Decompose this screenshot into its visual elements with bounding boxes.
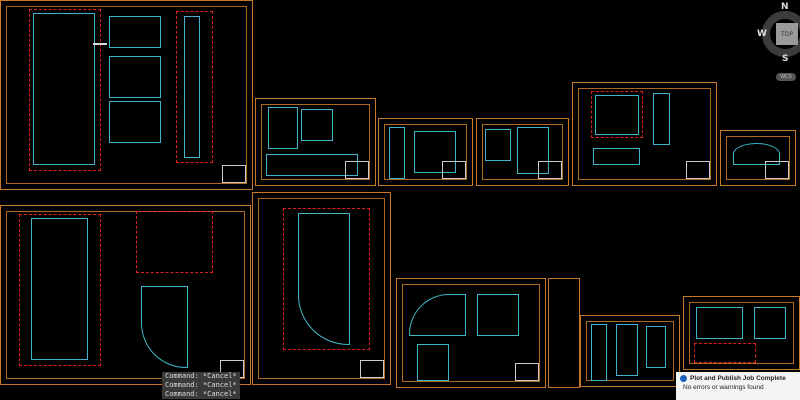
- drawing-sheet[interactable]: [580, 315, 680, 387]
- drawing-sheet[interactable]: [476, 118, 569, 186]
- drawing-sheet[interactable]: [548, 278, 580, 388]
- viewcube[interactable]: TOP N S W: [752, 2, 800, 64]
- notification-title[interactable]: Plot and Publish Job Complete: [690, 375, 786, 382]
- drawing-sheet[interactable]: [0, 205, 251, 385]
- drawing-sheet[interactable]: [255, 98, 376, 186]
- compass-north[interactable]: N: [781, 2, 789, 12]
- drawing-sheet[interactable]: [683, 296, 800, 370]
- plot-publish-notification[interactable]: Plot and Publish Job Complete No errors …: [676, 372, 800, 400]
- drawing-sheet[interactable]: [0, 0, 253, 190]
- compass-ring[interactable]: [762, 11, 800, 57]
- command-history-line: Command: *Cancel*: [162, 390, 240, 399]
- drawing-sheet[interactable]: [720, 130, 796, 186]
- notification-message: No errors or warnings found: [683, 384, 764, 391]
- drawing-sheet[interactable]: [396, 278, 546, 388]
- viewcube-top-face[interactable]: TOP: [776, 23, 798, 45]
- command-history-line: Command: *Cancel*: [162, 381, 240, 390]
- compass-west[interactable]: W: [757, 29, 767, 39]
- command-history-line: Command: *Cancel*: [162, 372, 240, 381]
- info-icon: [680, 375, 687, 382]
- compass-south[interactable]: S: [782, 54, 789, 64]
- drawing-sheet[interactable]: [252, 192, 391, 385]
- drawing-sheet[interactable]: [572, 82, 717, 186]
- drawing-sheet[interactable]: [378, 118, 473, 186]
- wcs-menu-button[interactable]: WCS: [776, 73, 796, 81]
